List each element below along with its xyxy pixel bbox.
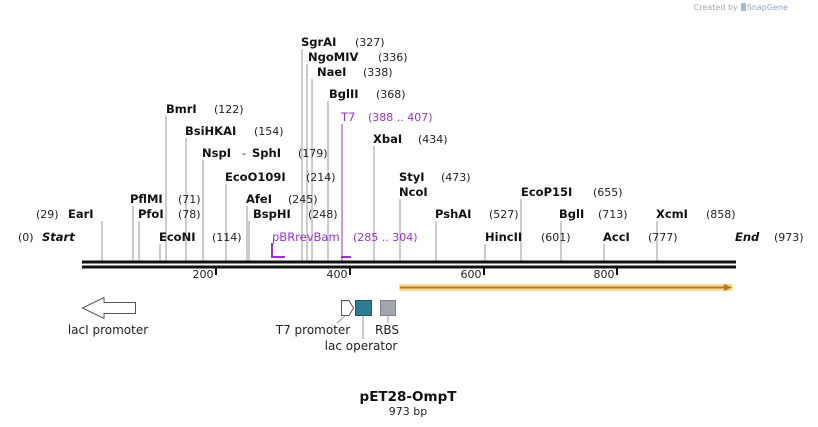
lac-operator-box[interactable] <box>355 300 372 316</box>
site-sphi[interactable]: SphI <box>252 146 281 160</box>
site-acci-pos: (777) <box>648 231 678 244</box>
site-xbai[interactable]: XbaI <box>373 132 402 146</box>
site-ecop15i[interactable]: EcoP15I <box>521 185 572 199</box>
site-eari-pos: (29) <box>36 208 59 221</box>
site-nspi-sep: - <box>242 147 246 160</box>
site-nspi[interactable]: NspI <box>202 146 231 160</box>
tick-label-600: 600 <box>461 268 482 281</box>
rbs-label: RBS <box>375 323 399 337</box>
site-ngomiv-pos: (336) <box>378 51 408 64</box>
site-econi-pos: (114) <box>212 231 242 244</box>
site-styi[interactable]: StyI <box>399 170 425 184</box>
site-acci[interactable]: AccI <box>603 230 630 244</box>
site-pfoi-pos: (78) <box>178 208 201 221</box>
primer-pbrrevbam[interactable]: pBRrevBam <box>272 230 340 244</box>
site-xcmi[interactable]: XcmI <box>656 207 688 221</box>
site-hincii[interactable]: HincII <box>485 230 522 244</box>
site-afei[interactable]: AfeI <box>246 192 272 206</box>
start-label: Start <box>42 230 75 244</box>
lac-operator-label: lac operator <box>325 339 398 353</box>
site-bsihkai-pos: (154) <box>254 125 284 138</box>
site-sgrai[interactable]: SgrAI <box>301 35 336 49</box>
primer-pbrrevbam-pos: (285 .. 304) <box>353 231 418 244</box>
map-length: 973 bp <box>389 405 427 418</box>
site-bglii-pos: (368) <box>376 88 406 101</box>
end-label: End <box>735 230 760 244</box>
site-ecoo109i-pos: (214) <box>306 171 336 184</box>
start-pos: (0) <box>18 231 34 244</box>
site-pflmi-pos: (71) <box>178 193 201 206</box>
map-title: pET28-OmpT <box>360 389 458 405</box>
tick-label-200: 200 <box>193 268 214 281</box>
t7-promoter-leader <box>336 315 346 324</box>
site-ecoo109i[interactable]: EcoO109I <box>225 170 286 184</box>
laci-promoter-arrow[interactable] <box>81 296 136 320</box>
site-pflmi[interactable]: PflMI <box>130 192 163 206</box>
credit-prefix: Created by <box>693 3 738 12</box>
site-styi-pos: (473) <box>441 171 471 184</box>
site-pshai[interactable]: PshAI <box>435 207 471 221</box>
pbrrevbam-primer-arrow <box>271 243 285 258</box>
site-bmri-pos: (122) <box>214 103 244 116</box>
site-bsphi-pos: (248) <box>308 208 338 221</box>
site-bsphi[interactable]: BspHI <box>253 207 291 221</box>
site-naei-pos: (338) <box>363 66 393 79</box>
site-afei-pos: (245) <box>288 193 318 206</box>
site-pshai-pos: (527) <box>489 208 519 221</box>
site-bsihkai[interactable]: BsiHKAI <box>185 124 236 138</box>
orf-arrow-head-icon <box>724 284 732 291</box>
site-bgli[interactable]: BglI <box>559 207 584 221</box>
laci-promoter-label: lacI promoter <box>68 323 148 337</box>
site-sgrai-pos: (327) <box>355 36 385 49</box>
primer-t7-pos: (388 .. 407) <box>368 111 433 124</box>
site-bgli-pos: (713) <box>598 208 628 221</box>
primer-t7[interactable]: T7 <box>340 110 355 124</box>
site-nspi-pos: (179) <box>298 147 328 160</box>
snapgene-credit: Created by SnapGene <box>694 3 788 12</box>
site-hincii-pos: (601) <box>541 231 571 244</box>
site-xcmi-pos: (858) <box>706 208 736 221</box>
site-ncoi[interactable]: NcoI <box>399 185 428 199</box>
tick-label-800: 800 <box>594 268 615 281</box>
site-econi[interactable]: EcoNI <box>159 230 195 244</box>
site-ngomiv[interactable]: NgoMIV <box>308 50 358 64</box>
site-bglii[interactable]: BglII <box>329 87 359 101</box>
ruler-ticks <box>215 267 618 275</box>
credit-brand: SnapGene <box>746 3 788 12</box>
end-pos: (973) <box>774 231 804 244</box>
rbs-box[interactable] <box>380 300 396 316</box>
site-connectors <box>101 49 658 261</box>
site-naei[interactable]: NaeI <box>317 65 346 79</box>
tick-label-400: 400 <box>327 268 348 281</box>
t7-promoter-label: T7 promoter <box>275 323 351 337</box>
site-xbai-pos: (434) <box>418 133 448 146</box>
site-eari[interactable]: EarI <box>68 207 94 221</box>
site-pfoi[interactable]: PfoI <box>138 207 164 221</box>
t7-promoter-arrow[interactable] <box>341 300 355 316</box>
site-ecop15i-pos: (655) <box>593 186 623 199</box>
snapgene-logo-icon <box>740 3 746 11</box>
site-bmri[interactable]: BmrI <box>166 102 197 116</box>
